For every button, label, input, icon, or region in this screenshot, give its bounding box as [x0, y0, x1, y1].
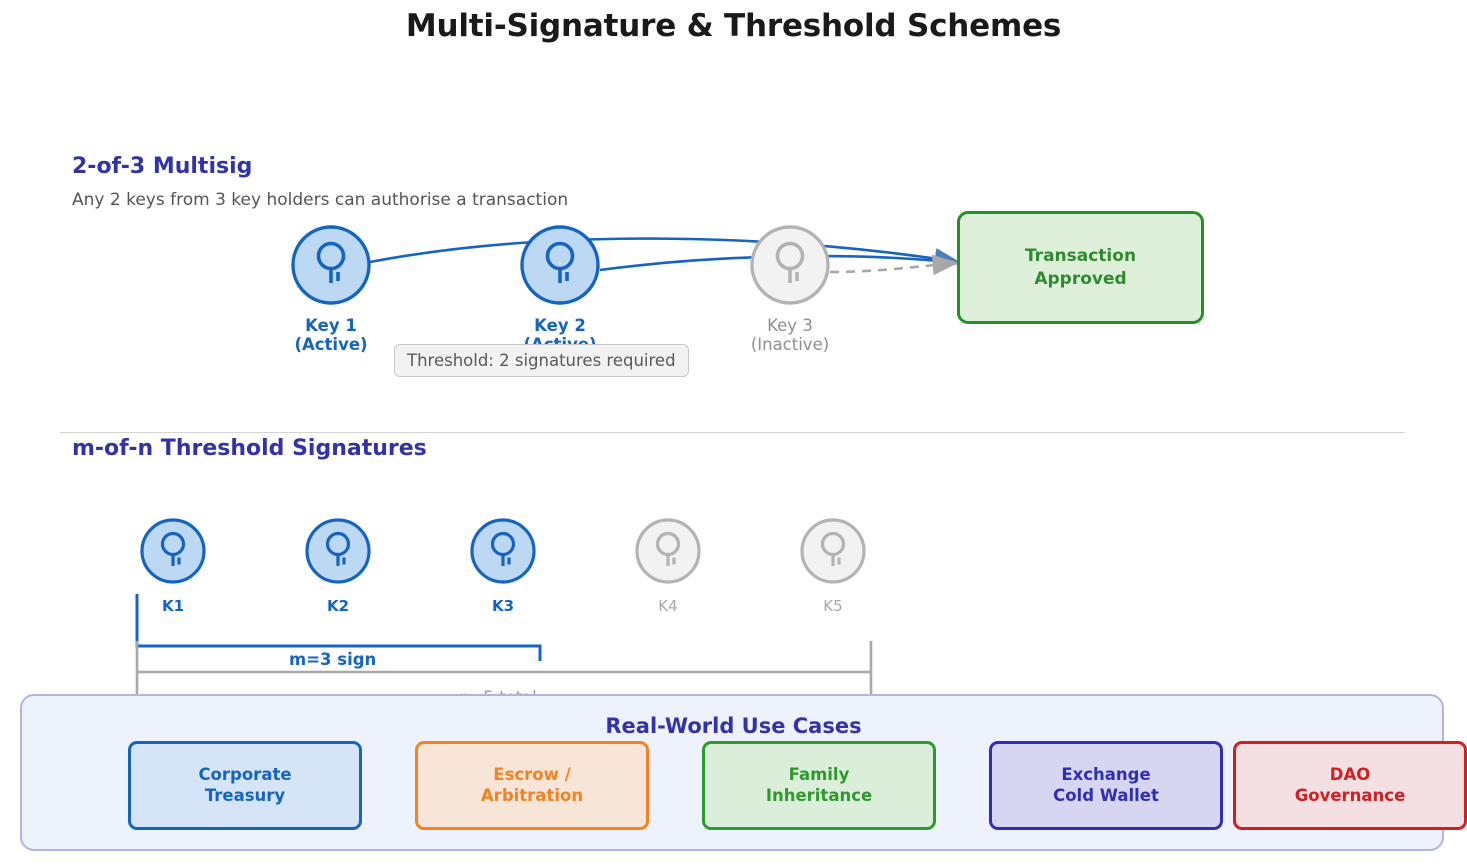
use-case-card-family-inheritance[interactable]: Family Inheritance [702, 741, 936, 830]
bracket-n [135, 641, 873, 674]
key-label-key-3: Key 3 (Inactive) [750, 316, 830, 355]
use-case-card-dao-governance[interactable]: DAO Governance [1233, 741, 1467, 830]
key-icon [316, 241, 346, 283]
key-node-k3[interactable] [470, 518, 536, 584]
section-title-threshold: m-of-n Threshold Signatures [72, 436, 427, 461]
key-node-k4[interactable] [635, 518, 701, 584]
use-case-label: Corporate Treasury [198, 764, 292, 805]
key-icon [820, 531, 846, 566]
use-case-label: Family Inheritance [765, 764, 873, 805]
bracket-m [135, 594, 542, 661]
use-case-card-exchange-cold-wallet[interactable]: Exchange Cold Wallet [989, 741, 1223, 830]
use-cases-title: Real-World Use Cases [605, 714, 862, 738]
use-case-label: Escrow / Arbitration [480, 764, 584, 805]
key-label-k2: K2 [326, 597, 350, 615]
flow-key1-to-approved [369, 237, 961, 269]
section-divider [60, 432, 1405, 433]
key-circle [520, 225, 600, 305]
key-icon [545, 241, 575, 283]
key-label-k4: K4 [658, 597, 678, 615]
key-label-k3: K3 [491, 597, 515, 615]
key-label-k1: K1 [161, 597, 185, 615]
key-node-key-3[interactable] [750, 225, 830, 305]
section-subtitle-multisig: Any 2 keys from 3 key holders can author… [72, 190, 569, 210]
key-circle [750, 225, 830, 305]
key-label-key-1: Key 1 (Active) [294, 316, 368, 355]
key-icon [490, 531, 516, 566]
key-icon [655, 531, 681, 566]
flow-key3-to-approved-dashed [829, 254, 959, 276]
key-icon [775, 241, 805, 283]
key-node-k5[interactable] [800, 518, 866, 584]
use-case-card-corporate-treasury[interactable]: Corporate Treasury [128, 741, 362, 830]
use-case-label: Exchange Cold Wallet [1053, 764, 1159, 805]
threshold-note: Threshold: 2 signatures required [394, 344, 689, 377]
use-case-card-escrow-arbitration[interactable]: Escrow / Arbitration [415, 741, 649, 830]
section-title-multisig: 2-of-3 Multisig [72, 154, 253, 179]
use-case-label: DAO Governance [1294, 764, 1406, 805]
key-node-k2[interactable] [305, 518, 371, 584]
key-icon [325, 531, 351, 566]
bracket-label-m: m=3 sign [289, 650, 377, 669]
key-node-k1[interactable] [140, 518, 206, 584]
page-title: Multi-Signature & Threshold Schemes [405, 8, 1062, 44]
key-label-k5: K5 [823, 597, 843, 615]
transaction-approved-label: Transaction Approved [1024, 246, 1137, 289]
key-circle [291, 225, 371, 305]
key-node-key-1[interactable] [291, 225, 371, 305]
key-node-key-2[interactable] [520, 225, 600, 305]
transaction-approved-box: Transaction Approved [957, 211, 1204, 324]
key-icon [160, 531, 186, 566]
